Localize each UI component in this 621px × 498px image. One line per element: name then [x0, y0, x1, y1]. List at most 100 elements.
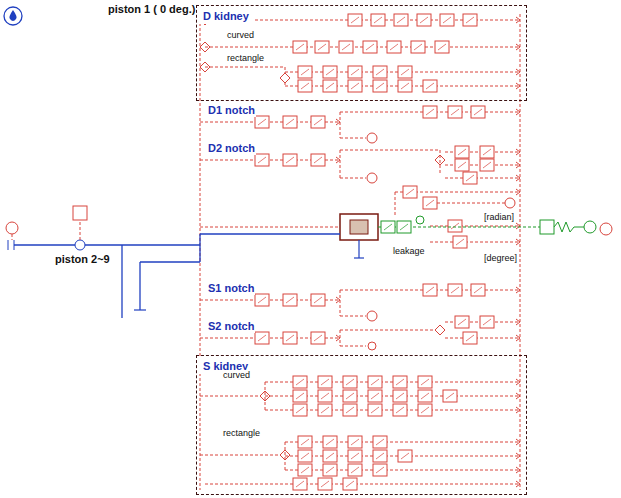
block-mark — [326, 453, 334, 459]
block-symbol — [293, 376, 307, 388]
block-mark — [296, 44, 304, 50]
block-symbol — [318, 390, 332, 402]
block-symbol — [339, 41, 353, 53]
block-symbol — [471, 284, 485, 296]
signal-wire — [340, 178, 366, 179]
sensor-symbol — [367, 133, 377, 143]
block-mark — [400, 224, 408, 230]
block-symbol — [348, 14, 362, 26]
block-symbol — [348, 436, 362, 448]
block-symbol — [293, 41, 307, 53]
block-mark — [446, 393, 454, 399]
block-mark — [351, 439, 359, 445]
block-symbol — [448, 106, 462, 118]
signal-wire — [340, 138, 366, 139]
signal-wire — [121, 245, 122, 318]
block-mark — [286, 119, 294, 125]
signal-wire — [340, 112, 341, 138]
block-mark — [443, 17, 451, 23]
block-mark — [314, 335, 322, 341]
block-symbol — [283, 332, 297, 344]
block-symbol — [255, 294, 269, 306]
sensor-symbol — [6, 222, 18, 234]
port-arrow — [516, 189, 520, 195]
block-mark — [466, 17, 474, 23]
block-symbol — [323, 66, 337, 78]
block-mark — [371, 379, 379, 385]
signal-wire — [340, 290, 341, 316]
block-symbol — [363, 41, 377, 53]
block-mark — [326, 439, 334, 445]
block-mark — [314, 297, 322, 303]
block-symbol — [343, 478, 357, 490]
block-symbol — [463, 14, 477, 26]
block-mark — [346, 481, 354, 487]
block-symbol — [423, 106, 437, 118]
unit-label: [degree] — [483, 253, 518, 264]
notch-label: D2 notch — [207, 142, 256, 155]
block-symbol — [471, 106, 485, 118]
signal-wire — [139, 262, 140, 310]
block-symbol — [387, 41, 401, 53]
block-symbol — [418, 376, 432, 388]
block-symbol — [394, 14, 408, 26]
block-symbol — [283, 154, 297, 166]
block-symbol — [453, 236, 467, 248]
block-symbol — [298, 450, 312, 462]
block-mark — [376, 83, 384, 89]
block-mark — [286, 335, 294, 341]
unit-label: [radian] — [483, 212, 515, 223]
block-symbol — [368, 404, 382, 416]
block-mark — [458, 319, 466, 325]
block-mark — [326, 69, 334, 75]
block-symbol — [255, 154, 269, 166]
block-mark — [376, 453, 384, 459]
block-symbol — [398, 80, 412, 92]
block-symbol — [293, 390, 307, 402]
block-symbol — [373, 464, 387, 476]
sensor-symbol — [600, 223, 612, 235]
block-mark — [342, 44, 350, 50]
port-arrow — [516, 175, 520, 181]
block-symbol — [393, 404, 407, 416]
block-mark — [451, 109, 459, 115]
block-symbol — [418, 404, 432, 416]
variant-label: rectangle — [226, 53, 265, 64]
block-mark — [346, 393, 354, 399]
block-mark — [318, 44, 326, 50]
block-symbol — [373, 436, 387, 448]
signal-wire — [340, 150, 341, 160]
block-symbol — [373, 80, 387, 92]
block-symbol — [348, 450, 362, 462]
block-mark — [301, 453, 309, 459]
block-mark — [483, 149, 491, 155]
block-symbol — [323, 464, 337, 476]
block-symbol — [418, 390, 432, 402]
block-symbol — [283, 294, 297, 306]
block-mark — [296, 379, 304, 385]
sensor-symbol — [367, 173, 377, 183]
block-mark — [286, 157, 294, 163]
signal-wire — [199, 234, 200, 262]
block-symbol — [315, 41, 329, 53]
block-mark — [314, 157, 322, 163]
block-symbol — [348, 66, 362, 78]
block-symbol — [298, 436, 312, 448]
block-mark — [390, 44, 398, 50]
block-mark — [451, 223, 459, 229]
block-mark — [421, 393, 429, 399]
signal-wire — [12, 234, 13, 240]
signal-wire — [205, 484, 520, 485]
block-symbol — [298, 80, 312, 92]
port-arrow — [516, 109, 520, 115]
block-symbol — [423, 80, 437, 92]
block-mark — [396, 379, 404, 385]
port-arrow — [516, 162, 520, 168]
block-mark — [456, 239, 464, 245]
block-symbol — [463, 332, 477, 344]
block-mark — [401, 453, 409, 459]
block-symbol — [298, 464, 312, 476]
block-mark — [346, 379, 354, 385]
fluid-drop — [9, 10, 16, 21]
block-mark — [426, 83, 434, 89]
